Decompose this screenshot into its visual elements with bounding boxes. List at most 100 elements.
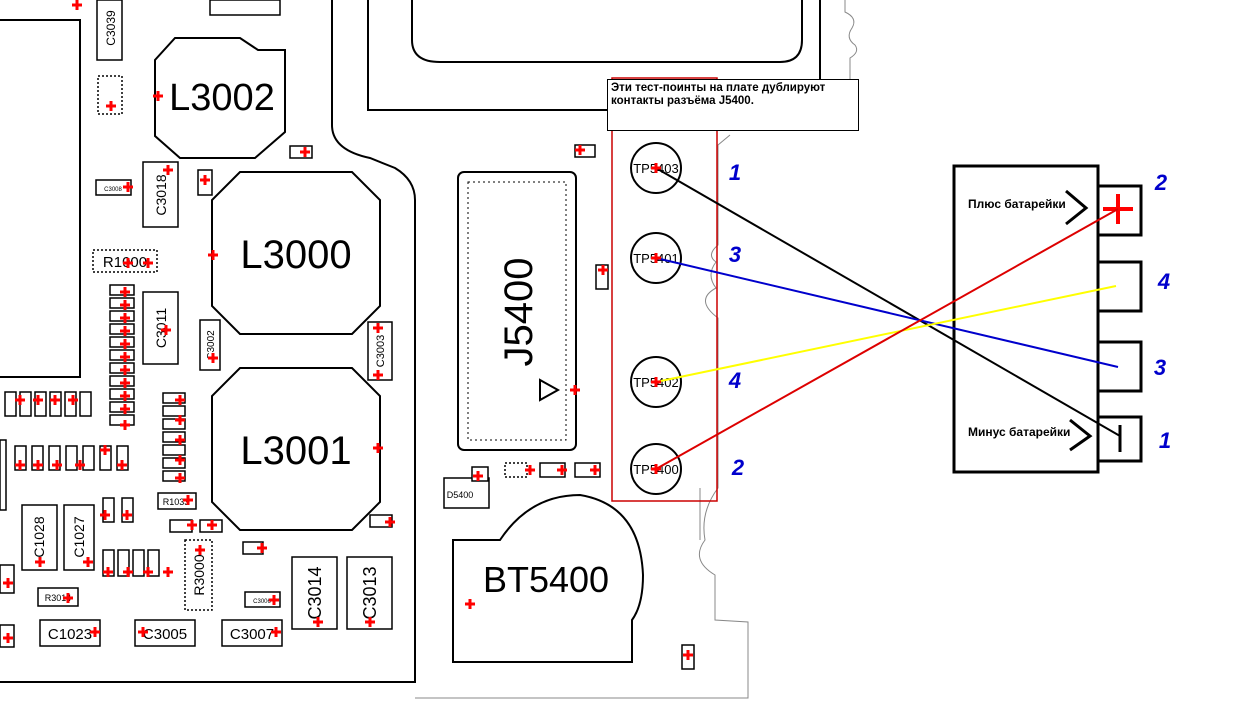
- pad-array: [4, 284, 186, 577]
- pad: [109, 388, 135, 400]
- red-marker: [590, 465, 600, 475]
- pad: [162, 457, 186, 469]
- red-marker: [598, 265, 608, 275]
- red-marker: [75, 460, 85, 470]
- red-marker: [15, 460, 25, 470]
- red-marker: [525, 465, 535, 475]
- red-marker: [120, 287, 130, 297]
- red-marker: [33, 460, 43, 470]
- red-marker: [123, 567, 133, 577]
- red-marker: [187, 520, 197, 530]
- pad: [132, 549, 145, 577]
- d5400-label: D5400: [447, 490, 474, 500]
- pad: [109, 349, 135, 361]
- red-marker: [200, 175, 210, 185]
- pad: [4, 391, 17, 417]
- red-marker: [143, 567, 153, 577]
- pad: [19, 391, 32, 417]
- red-marker: [163, 567, 173, 577]
- c3013-label: C3013: [360, 566, 380, 619]
- red-marker: [373, 370, 383, 380]
- red-marker: [120, 404, 130, 414]
- red-marker: [271, 627, 281, 637]
- c3039-label: C3039: [104, 10, 118, 46]
- tp3-number: 3: [729, 242, 741, 267]
- red-marker: [120, 339, 130, 349]
- c3008-label: C3008: [104, 187, 122, 193]
- pad: [109, 323, 135, 335]
- c3018-label: C3018: [153, 174, 169, 215]
- pad: [109, 284, 135, 296]
- red-marker: [50, 395, 60, 405]
- red-marker: [120, 378, 130, 388]
- board-edge: [415, 0, 858, 699]
- red-marker: [68, 395, 78, 405]
- red-marker: [117, 460, 127, 470]
- red-marker: [651, 377, 661, 387]
- l3000-label: L3000: [240, 233, 351, 277]
- wire-tp1-minus: [655, 167, 1121, 437]
- pad: [162, 392, 186, 404]
- c1028-label: C1028: [31, 516, 47, 557]
- red-marker: [373, 443, 383, 453]
- red-marker: [365, 617, 375, 627]
- pad: [64, 391, 77, 417]
- pin-3-number: 3: [1154, 355, 1166, 380]
- inductor-l3001: L3001: [211, 367, 381, 531]
- pad: [109, 297, 135, 309]
- red-marker: [123, 258, 133, 268]
- pad: [82, 445, 95, 471]
- pad: [162, 431, 186, 443]
- red-marker: [465, 599, 475, 609]
- l3002-label: L3002: [169, 77, 275, 119]
- test-point-note: Эти тест-поинты на плате дублируют конта…: [607, 79, 859, 131]
- pad: [162, 405, 186, 417]
- plus-arrow-icon: [1065, 189, 1089, 226]
- pin-4-box: [1096, 260, 1143, 313]
- r1033-label: R1033: [163, 497, 190, 507]
- red-marker: [161, 325, 171, 335]
- c3005-label: C3005: [143, 626, 187, 643]
- red-marker: [175, 455, 185, 465]
- pin-4-number: 4: [1157, 269, 1170, 294]
- red-marker: [120, 300, 130, 310]
- red-marker: [175, 395, 185, 405]
- pad: [109, 310, 135, 322]
- wire-tp3-pin3: [655, 257, 1119, 368]
- red-marker: [257, 543, 267, 553]
- red-marker: [120, 313, 130, 323]
- red-marker: [683, 650, 693, 660]
- red-marker: [90, 627, 100, 637]
- red-marker: [557, 465, 567, 475]
- red-marker: [175, 473, 185, 483]
- pad: [109, 336, 135, 348]
- pad: [65, 445, 78, 471]
- red-marker: [183, 495, 193, 505]
- red-marker: [313, 617, 323, 627]
- wires: [655, 167, 1121, 470]
- pin-minus-number: 1: [1159, 428, 1171, 453]
- minus-label: Минус батарейки: [968, 425, 1070, 439]
- pad: [102, 497, 115, 523]
- red-markers: [3, 0, 693, 660]
- j5400-label: J5400: [497, 258, 541, 367]
- red-marker: [575, 145, 585, 155]
- connector-j5400: J5400: [457, 171, 577, 451]
- red-marker: [195, 545, 205, 555]
- c3011-label: C3011: [153, 308, 169, 348]
- red-marker: [385, 517, 395, 527]
- c1027-label: C1027: [71, 516, 87, 557]
- minus-arrow-icon: [1069, 418, 1093, 452]
- bt5400-label: BT5400: [483, 559, 609, 600]
- c1023-label: C1023: [48, 626, 92, 643]
- red-marker: [175, 415, 185, 425]
- red-marker: [138, 627, 148, 637]
- test-point-tp4: TP5402 4: [630, 356, 741, 408]
- pad: [79, 391, 92, 417]
- c3002-label: C3002: [206, 330, 217, 360]
- inductor-l3000: L3000: [211, 171, 381, 335]
- red-marker: [163, 165, 173, 175]
- red-marker: [120, 365, 130, 375]
- red-marker: [15, 395, 25, 405]
- c3006-label: C3006: [253, 599, 271, 605]
